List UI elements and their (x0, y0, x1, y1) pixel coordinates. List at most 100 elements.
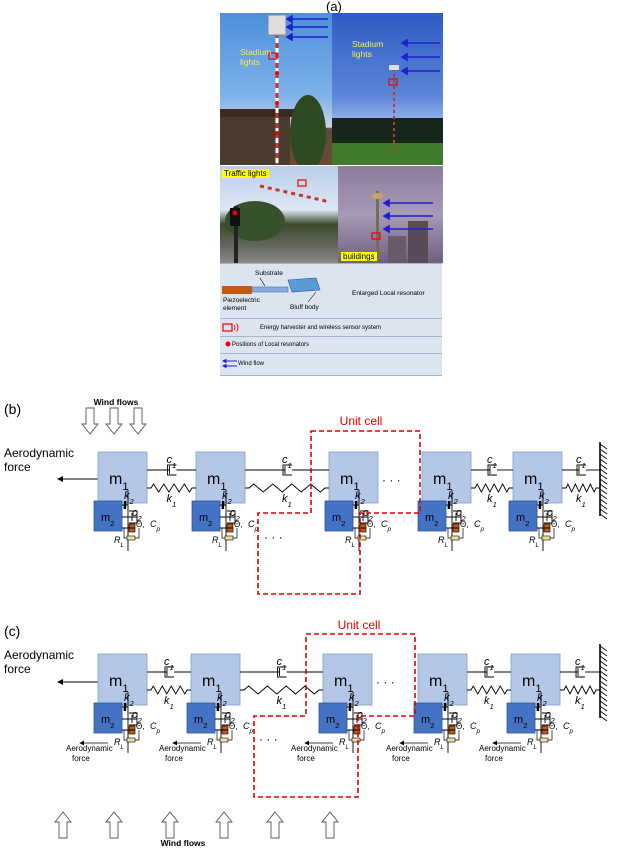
c-res0-rl: RL (114, 737, 125, 751)
c-mass1-2 (322, 653, 373, 706)
panel-b-chain: m1m2k2c2Θ,CpRLm1m2k2c2Θ,CpRLm1m2k2c2Θ,Cp… (93, 442, 608, 551)
c-res2-circuit (348, 730, 365, 741)
c-wall-hatch (599, 660, 608, 667)
b-res3-damper (446, 510, 462, 524)
wind-arrow-icon (222, 358, 237, 369)
c-wall-hatch (599, 690, 608, 697)
b-k1-0: k1 (167, 493, 177, 509)
c-res2-cp: Cp (375, 721, 386, 735)
b-res0-circuit (123, 528, 140, 539)
c-res1-resistor (219, 737, 229, 743)
b-c1-3: c1 (487, 454, 497, 470)
panel-c-unit-cell (253, 633, 416, 798)
photo-1-graphic (220, 14, 328, 165)
b-wall-hatch (599, 488, 608, 495)
b-res1-mass2-label: m2 (199, 512, 212, 528)
panel-c-aero-line2: force (4, 662, 31, 676)
panel-b-aero-line1: Aerodynamic (4, 446, 74, 460)
legend-wind-text: Wind flow (238, 361, 265, 367)
legend-harvester-text: Energy harvester and wireless sensor sys… (260, 325, 382, 331)
b-res1-c2: c2 (230, 507, 241, 523)
enlarged-resonator-box: Substrate Piezoelectric element Bluff bo… (220, 263, 442, 319)
b-res2-spring (353, 500, 359, 510)
panel-b-label: (b) (4, 401, 21, 417)
c-res0-c2: c2 (132, 709, 143, 725)
b-mass1-label-3: m1 (433, 471, 453, 493)
b-c1-1: c1 (282, 454, 292, 470)
c-wall-hatch (599, 675, 608, 682)
c-res2-k2: k2 (349, 692, 360, 708)
b-res0-cp: Cp (150, 519, 161, 533)
piezo-label: Piezoelectric element (223, 297, 260, 312)
b-wall-hatch (599, 468, 608, 475)
red-dot-icon (225, 341, 231, 347)
c-res2-c2: c2 (357, 709, 368, 725)
photo-stadium-lights-2: Stadium lights (332, 13, 443, 165)
photo-traffic-lights: Traffic lights (220, 166, 338, 263)
b-wall-hatch (599, 463, 608, 470)
c-res4-aero-1: Aerodynamic (479, 744, 526, 753)
resonator-illustration (222, 277, 321, 303)
b-res2-mass2-label: m2 (332, 512, 345, 528)
b-res1-rl: RL (212, 535, 223, 549)
b-res4-c2: c2 (547, 507, 558, 523)
c-spring1-0 (147, 685, 191, 695)
c-spring1-3 (467, 685, 511, 695)
panel-c-wind-arrows (54, 811, 339, 839)
c-res2-aero-1: Aerodynamic (291, 744, 338, 753)
c-wall-hatch (599, 650, 608, 657)
c-res3-rl: RL (434, 737, 445, 751)
legend-positions-text: Positions of Local resonators (232, 342, 310, 348)
b-mass1-1 (195, 451, 246, 504)
c-wall-hatch (599, 680, 608, 687)
c-res4-resistor (539, 737, 549, 743)
c-res3-aero-1: Aerodynamic (386, 744, 433, 753)
b-res2-mass2 (324, 500, 354, 532)
c-mass1-3 (417, 653, 468, 706)
c-spring1-1 (240, 685, 323, 695)
b-res2-circuit (354, 528, 371, 539)
c-mass1-label-0: m1 (109, 673, 129, 695)
c-res0-mass2-label: m2 (101, 714, 114, 730)
b-spring1-1 (245, 483, 329, 493)
b-res3-spring (446, 500, 452, 510)
b-dots-upper: · · · (382, 473, 401, 487)
panel-c-unit-cell-label: Unit cell (338, 618, 381, 632)
photo-4-graphic (371, 191, 433, 263)
c-res1-cp: Cp (243, 721, 254, 735)
b-wall-hatch (599, 458, 608, 465)
c-res0-aero-1: Aerodynamic (66, 744, 113, 753)
c-wall-hatch (599, 645, 608, 652)
photo-3-label: Traffic lights (222, 169, 269, 178)
b-res0-rl: RL (114, 535, 125, 549)
legend-wind-row: Wind flow (220, 353, 442, 376)
c-res2-mass2 (318, 702, 348, 734)
b-res3-c2: c2 (456, 507, 467, 523)
c-res0-damper (122, 712, 138, 726)
photo-2-label: Stadium lights (352, 39, 384, 59)
panel-b-aero-line2: force (4, 460, 31, 474)
c-k1-3: k1 (484, 695, 494, 711)
legend-harvester-row: Energy harvester and wireless sensor sys… (220, 318, 442, 337)
panel-c-aero-line1: Aerodynamic (4, 648, 74, 662)
b-wall-hatch (599, 478, 608, 485)
c-res4-rl: RL (527, 737, 538, 751)
b-res3-k2: k2 (448, 490, 459, 506)
b-res1-mass2 (191, 500, 221, 532)
c-res0-circuit (123, 730, 140, 741)
c-wall-hatch (599, 705, 608, 712)
c-res1-circuit (216, 730, 233, 741)
b-damper1-1-cup (282, 464, 292, 476)
b-k1-4: k1 (576, 493, 586, 509)
c-wall-hatch (599, 655, 608, 662)
b-wall-hatch (599, 443, 608, 450)
c-res3-mass2-label: m2 (421, 714, 434, 730)
b-res1-spring (220, 500, 226, 510)
c-res3-theta: Θ, (456, 722, 464, 731)
c-res4-circuit (536, 730, 553, 741)
b-c1-0: c1 (167, 454, 177, 470)
b-damper1-4-cup (576, 464, 586, 476)
panel-b-unit-cell (257, 430, 421, 595)
b-wall-hatch (599, 493, 608, 500)
b-res1-damper (220, 510, 236, 524)
